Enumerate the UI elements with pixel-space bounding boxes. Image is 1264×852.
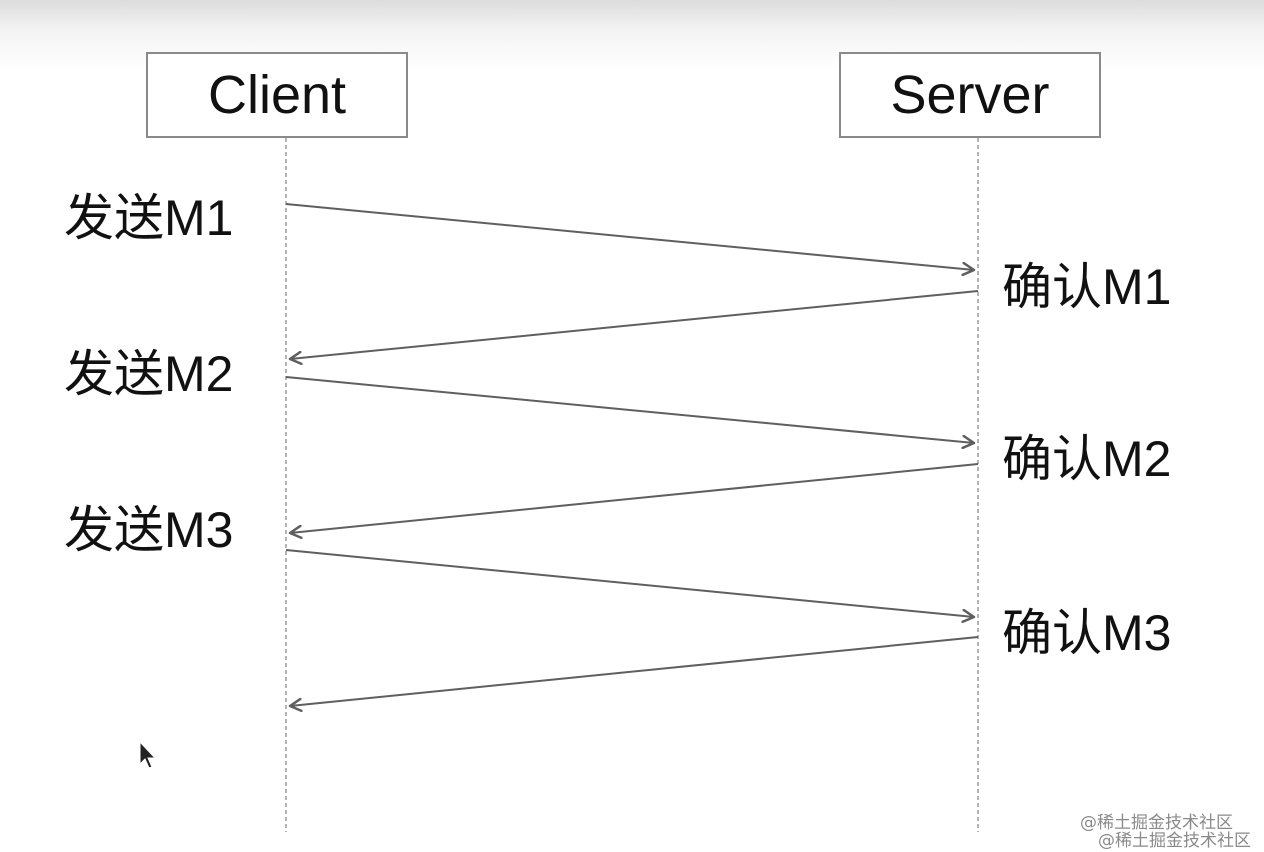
mouse-cursor-icon — [139, 740, 157, 769]
send-label-m2: 发送M2 — [64, 346, 234, 402]
ack-label-m3: 确认M3 — [1002, 605, 1172, 661]
ack-arrow-m1 — [290, 290, 979, 359]
ack-arrow-m3 — [290, 636, 979, 706]
send-arrow-m3 — [285, 549, 974, 617]
server-actor-label: Server — [890, 65, 1050, 125]
watermark-text: @稀土掘金技术社区 — [1080, 813, 1233, 833]
send-arrow-m1 — [285, 203, 974, 270]
watermark-text-shadow: @稀土掘金技术社区 — [1098, 831, 1251, 851]
ack-label-m1: 确认M1 — [1002, 259, 1172, 315]
client-actor-box: Client — [146, 52, 408, 138]
client-actor-label: Client — [207, 65, 347, 125]
send-label-m1: 发送M1 — [64, 190, 234, 246]
ack-arrow-m2 — [290, 463, 979, 533]
ack-label-m2: 确认M2 — [1002, 431, 1172, 487]
send-arrow-m2 — [285, 376, 974, 443]
server-actor-box: Server — [839, 52, 1101, 138]
send-label-m3: 发送M3 — [64, 502, 234, 558]
